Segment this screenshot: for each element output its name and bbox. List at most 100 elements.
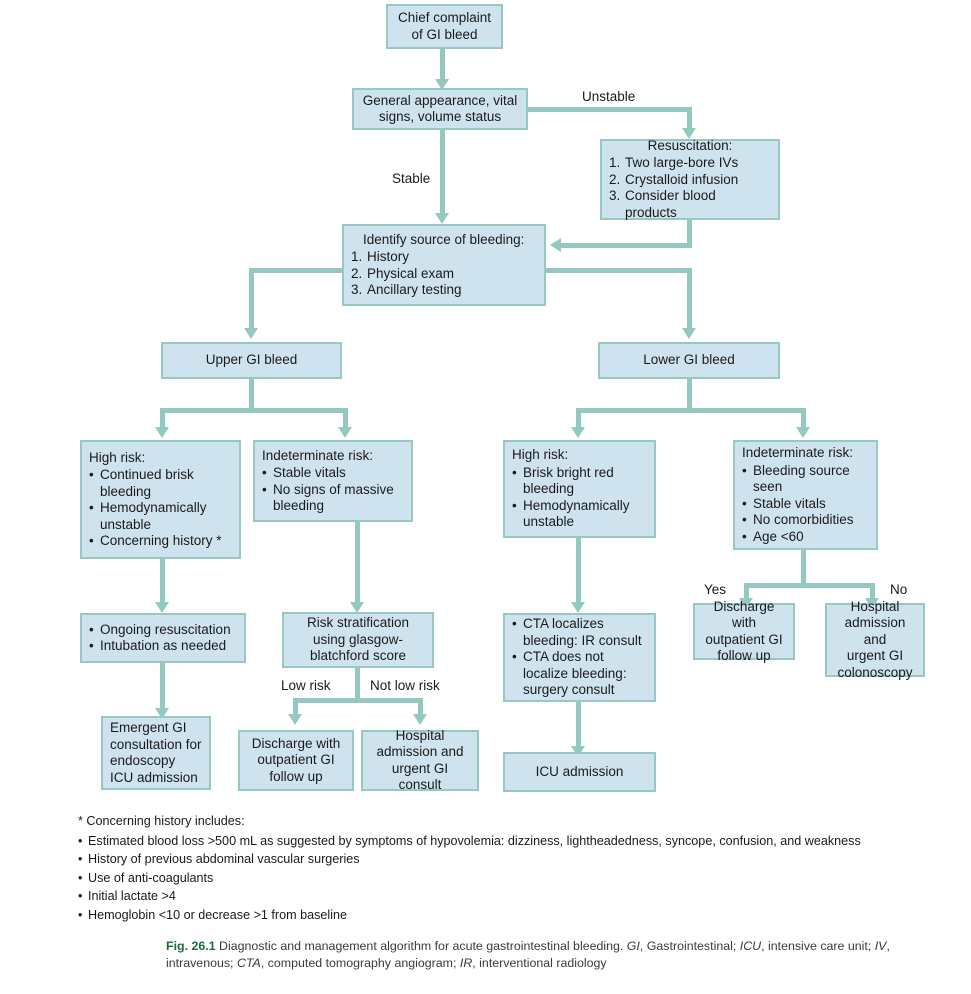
node-discharge-upper[interactable]: Discharge with outpatient GI follow up [238,730,354,791]
footnotes-list: •Estimated blood loss >500 mL as suggest… [78,832,958,925]
node-identify-source-header: Identify source of bleeding: [363,231,525,247]
abbreviation-definition: , computed tomography angiogram; [260,955,460,970]
node-emergent-gi-label: Emergent GI consultation for endoscopy I… [110,720,202,785]
bullet-icon: • [78,907,83,922]
connector-identify-left-v [249,268,254,330]
bullet-icon: • [78,870,83,885]
connector-risk-split-l [293,698,298,716]
bullet-icon: • [742,528,747,544]
node-ongoing-resuscitation-list: •Ongoing resuscitation•Intubation as nee… [89,622,237,655]
node-chief-complaint-label: Chief complaint of GI bleed [397,10,492,42]
abbreviation-definition: , Gastrointestinal; [639,939,740,953]
list-item: • Use of anti-coagulants [78,869,958,888]
connector-identify-right-h [544,268,687,273]
abbreviation-definition: , intravenous; [166,939,890,970]
bullet-icon: • [78,852,83,866]
list-number: 2. [351,265,363,281]
figure-caption-text: Diagnostic and management algorithm for … [215,939,627,953]
node-general-appearance[interactable]: General appearance, vital signs, volume … [352,88,528,130]
arrowhead-stable [435,213,449,224]
arrowhead-unstable [682,128,696,139]
bullet-icon: • [89,467,94,482]
node-upper-gi-bleed-label: Upper GI bleed [205,352,298,368]
connector-upper-split-h [160,408,348,413]
list-item-text: Initial lactate >4 [88,889,176,903]
connector-resus-h [561,243,692,248]
node-lower-high-risk[interactable]: High risk: •Brisk bright red bleeding•He… [503,440,656,538]
bullet-icon: • [262,481,267,497]
node-ongoing-resuscitation[interactable]: •Ongoing resuscitation•Intubation as nee… [80,613,246,663]
edge-label-stable: Stable [392,171,431,186]
list-number: 3. [351,282,363,297]
node-cta-results[interactable]: •CTA localizes bleeding: IR consult•CTA … [503,613,656,702]
node-lower-indeterminate-risk[interactable]: Indeterminate risk: • Bleeding source see… [733,440,878,550]
node-risk-stratification-label: Risk stratification using glasgow- blatc… [306,615,410,664]
node-upper-gi-bleed[interactable]: Upper GI bleed [161,342,342,379]
node-hospital-upper-label: Hospital admission and urgent GI consult [376,727,464,793]
figure-number: Fig. 26.1 [166,939,216,953]
bullet-icon: • [512,616,517,632]
node-lower-indeterminate-header: Indeterminate risk: [742,445,854,460]
bullet-icon: • [262,465,267,480]
node-lower-high-risk-list: •Brisk bright red bleeding•Hemodynamical… [512,465,647,531]
abbreviation-term: IR [459,955,473,970]
node-lower-high-risk-header: High risk: [512,447,569,463]
node-hospital-lower[interactable]: Hospital admission and urgent GI colonos… [825,599,925,680]
list-item: •Hemoglobin <10 or decrease >1 from base… [78,906,958,925]
connector-cta-to-icu [576,702,581,750]
bullet-icon: • [512,649,517,665]
list-item-text: Continued brisk bleeding [100,467,194,499]
connector-risk-split-stem [355,668,360,701]
figure-caption: Fig. 26.1 Diagnostic and management algo… [166,938,956,971]
list-item: •Stable vitals [742,496,869,513]
node-risk-stratification[interactable]: Risk stratification using glasgow- blatc… [282,612,434,668]
list-item: • Continued brisk bleeding [89,467,232,500]
abbreviation-definition: , intensive care unit; [761,939,875,953]
node-lower-gi-bleed[interactable]: Lower GI bleed [598,342,780,379]
bullet-icon: • [89,500,94,515]
bullet-icon: • [89,621,94,637]
connector-risk-split-h [293,698,423,703]
abbreviation-definition: , interventional radiology [472,955,607,970]
node-emergent-gi[interactable]: Emergent GI consultation for endoscopy I… [101,716,211,790]
arrowhead-risk-low [288,714,302,725]
connector-lower-split-r [801,408,806,429]
node-hospital-lower-label: Hospital admission and urgent GI colonos… [837,598,913,680]
node-upper-indeterminate-list: •Stable vitals•No signs of massive bleed… [262,465,404,515]
list-item-text: Concerning history * [100,533,222,548]
bullet-icon: • [742,462,747,478]
list-item: 3. Ancillary testing [351,282,537,299]
node-discharge-lower[interactable]: Discharge with outpatient GI follow up [693,599,795,663]
edge-label-low-risk: Low risk [281,678,331,693]
node-icu-admission[interactable]: ICU admission [503,752,656,792]
node-chief-complaint[interactable]: Chief complaint of GI bleed [386,4,503,49]
list-item-text: Ancillary testing [367,282,462,297]
arrowhead-lower-high-risk [571,427,585,438]
node-hospital-upper[interactable]: Hospital admission and urgent GI consult [361,727,479,793]
list-item: •Estimated blood loss >500 mL as suggest… [78,832,958,851]
connector-unstable-h [526,107,692,112]
list-item-text: Hemodynamically unstable [523,497,630,530]
list-item-text: Consider blood products [625,188,716,220]
node-general-appearance-label: General appearance, vital signs, volume … [362,92,518,125]
list-item-text: CTA localizes bleeding: IR consult [523,616,642,648]
list-item: •Hemodynamically unstable [89,500,232,533]
node-upper-indeterminate-risk[interactable]: Indeterminate risk: •Stable vitals•No si… [253,440,413,522]
node-upper-indeterminate-header: Indeterminate risk: [262,447,374,463]
bullet-icon: • [512,497,517,513]
edge-label-no: No [890,582,908,597]
node-upper-high-risk[interactable]: High risk: •Continued brisk bleeding•Hem… [80,440,241,559]
connector-lir-split-r [870,583,875,600]
connector-lower-split-h [576,408,806,413]
list-item-text: Use of anti-coagulants [88,870,214,885]
list-item: •Stable vitals [262,465,404,482]
connector-lower-split-stem [687,379,692,411]
list-item-text: Bleeding source seen [753,462,850,495]
node-lower-indeterminate-list: •Bleeding source seen•Stable vitals•No c… [742,463,869,546]
bullet-icon: • [78,833,83,848]
node-icu-admission-label: ICU admission [535,763,624,779]
connector-lower-split-l [576,408,581,429]
